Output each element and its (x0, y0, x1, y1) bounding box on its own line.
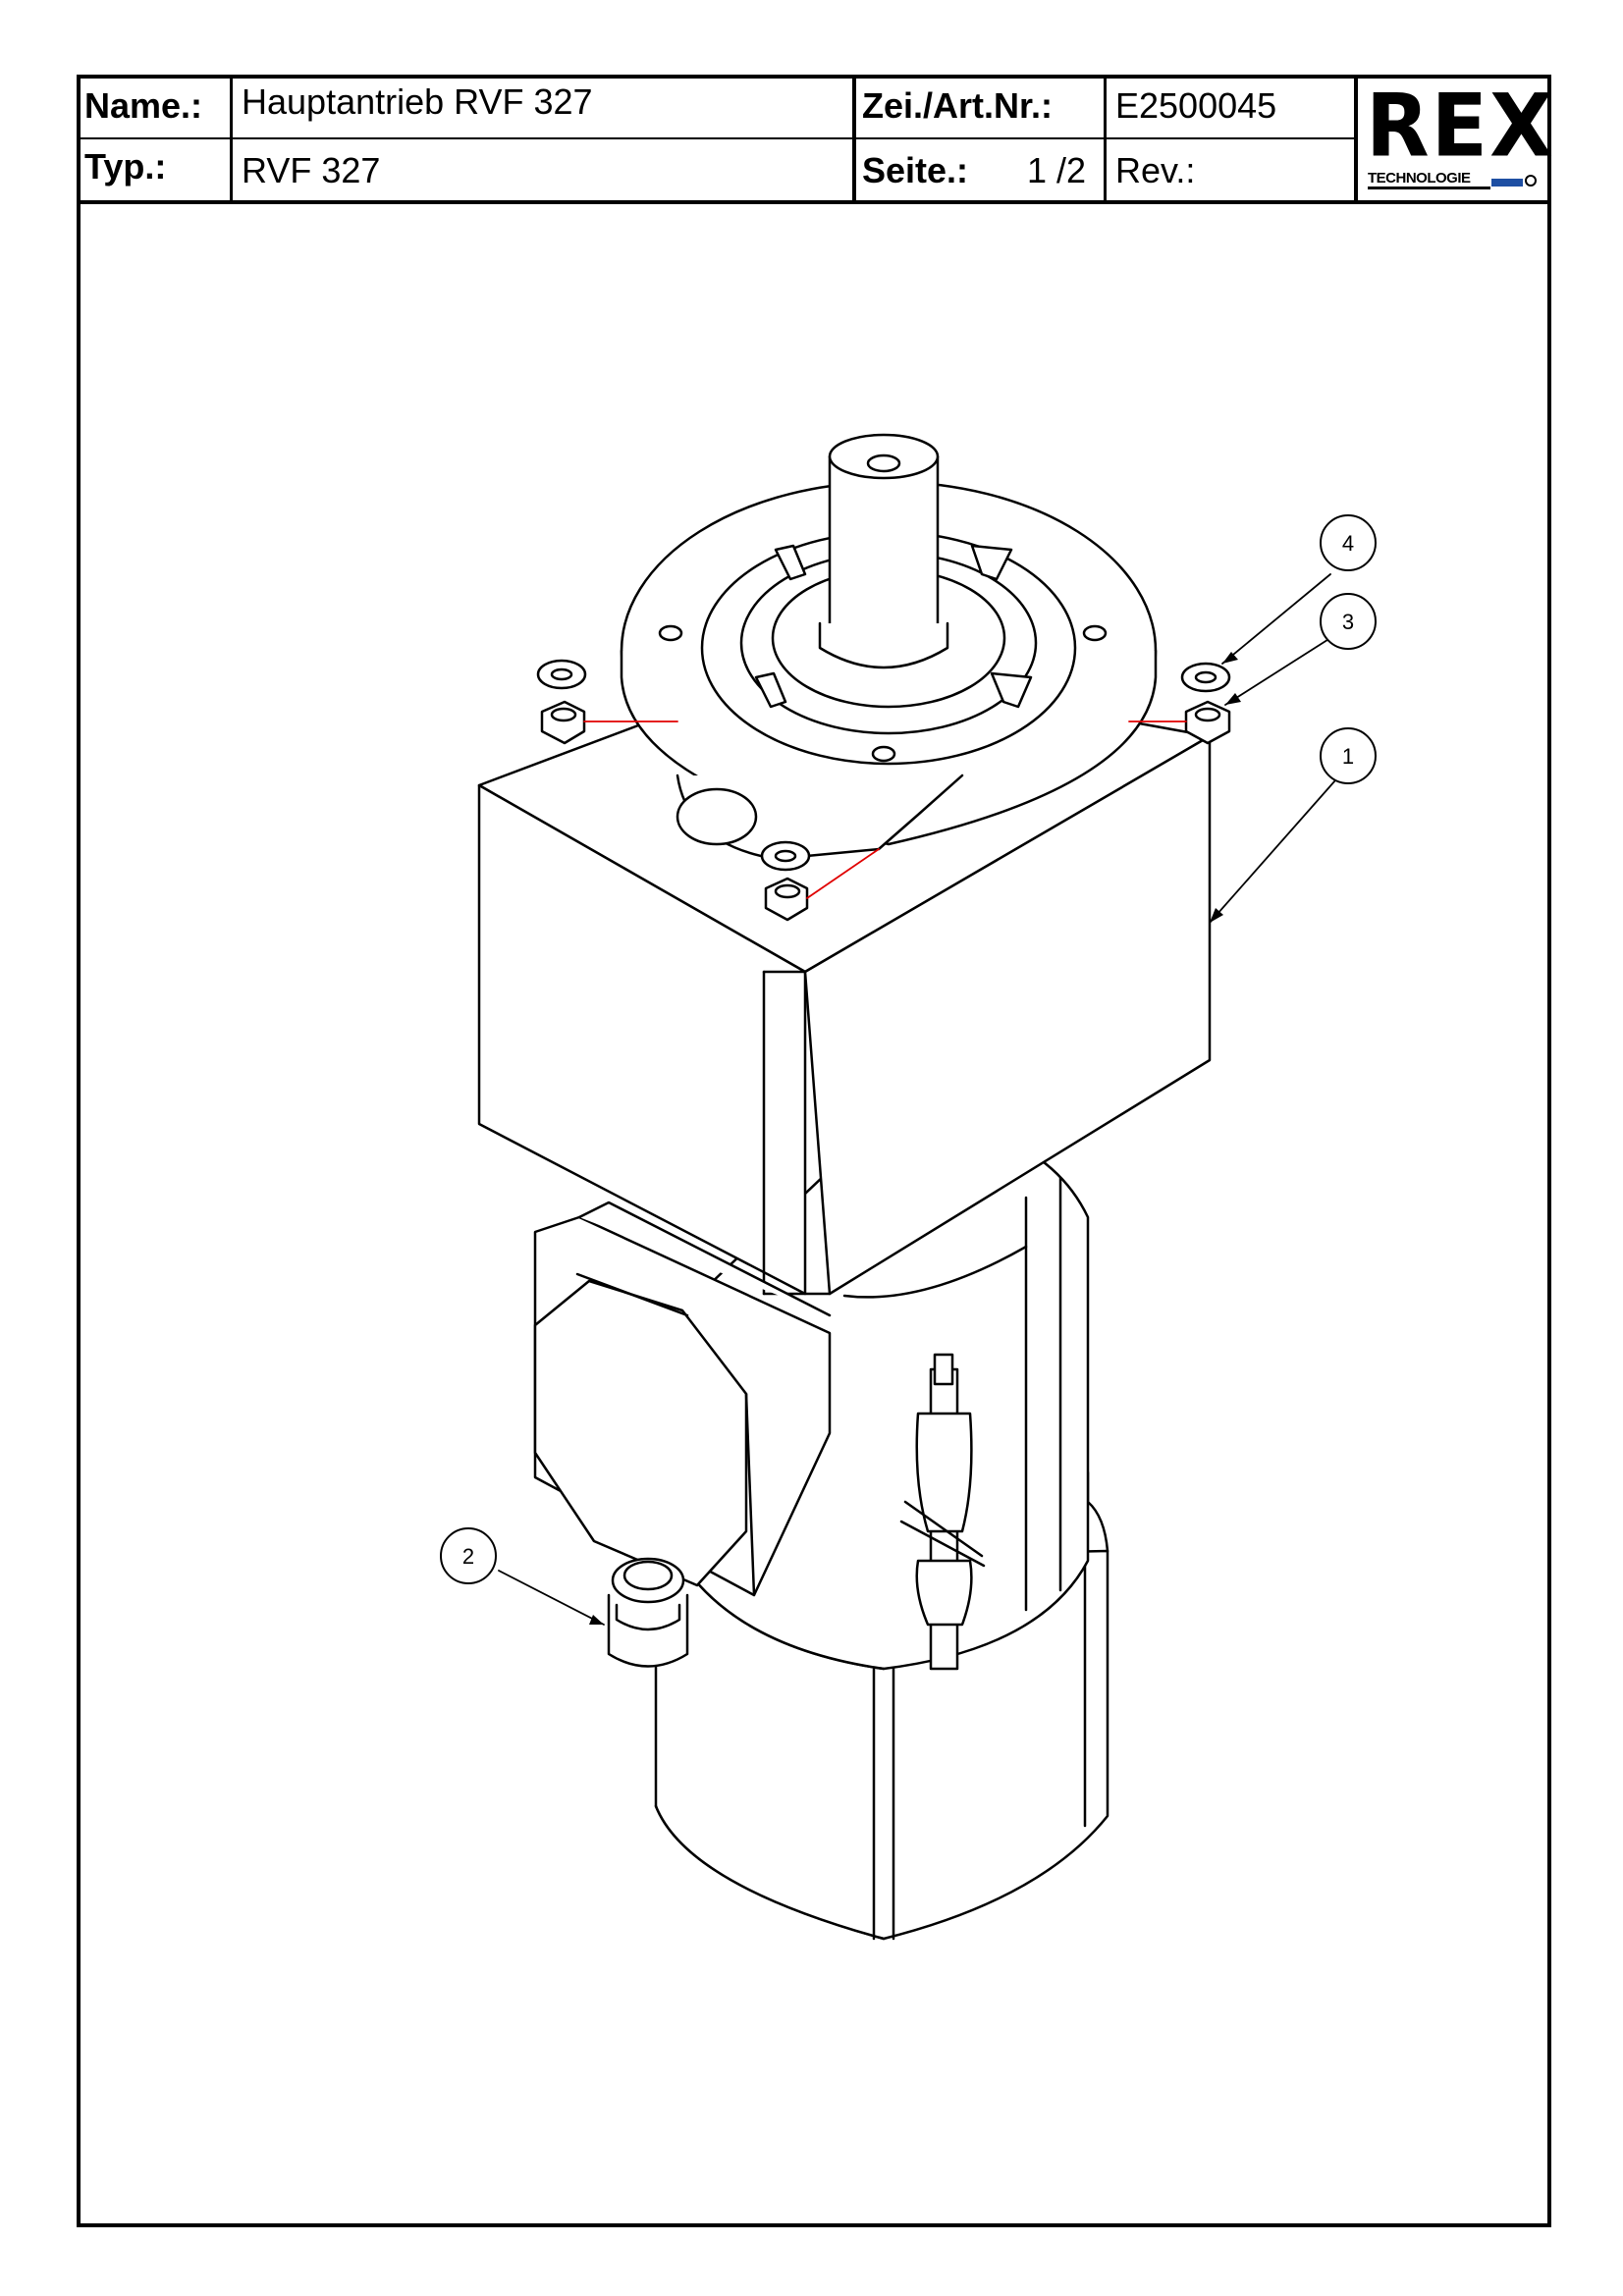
callout-balloon-1 (1320, 727, 1377, 784)
assembly-indicator-lines (583, 721, 1187, 899)
name-label: Name.: (84, 85, 203, 126)
logo-brand-text: REX (1366, 75, 1555, 177)
logo-blue-bar (1491, 179, 1523, 187)
type-label: Typ.: (84, 146, 167, 187)
page-label: Seite.: (862, 150, 969, 190)
callout-arrowheads (589, 652, 1241, 1625)
revision-label: Rev.: (1115, 150, 1196, 190)
callout-balloon-3 (1320, 593, 1377, 650)
fasteners (536, 659, 1231, 922)
logo-underline-bar (1368, 187, 1490, 189)
callout-number-3: 3 (1342, 610, 1354, 634)
output-shaft (818, 433, 949, 669)
callout-number-4: 4 (1342, 531, 1354, 556)
drawing-sheet-frame (77, 75, 1551, 2227)
cable-gland (607, 1557, 689, 1668)
name-value: Hauptantrieb RVF 327 (242, 81, 593, 122)
callout-leaders (498, 573, 1336, 1626)
drawing-number-value: E2500045 (1115, 85, 1277, 126)
motor-housing (654, 1470, 1109, 1941)
callout-balloon-2 (440, 1527, 497, 1584)
brake-release-lever (899, 1353, 986, 1671)
callout-balloon-4 (1320, 514, 1377, 571)
logo-subtitle-text: TECHNOLOGIE (1368, 170, 1471, 187)
terminal-box (533, 1201, 832, 1597)
callout-number-2: 2 (462, 1544, 474, 1569)
title-block: Name.: Hauptantrieb RVF 327 Typ.: RVF 32… (77, 75, 1555, 204)
flange-cone (676, 774, 964, 861)
drawing-number-label: Zei./Art.Nr.: (862, 85, 1054, 126)
page-value: 1 /2 (1027, 150, 1087, 190)
type-value: RVF 327 (242, 150, 381, 190)
callout-balloons (440, 514, 1377, 1584)
callout-number-1: 1 (1342, 744, 1354, 769)
rex-logo: REX TECHNOLOGIE (1366, 75, 1555, 194)
registered-mark-icon (1525, 175, 1537, 187)
